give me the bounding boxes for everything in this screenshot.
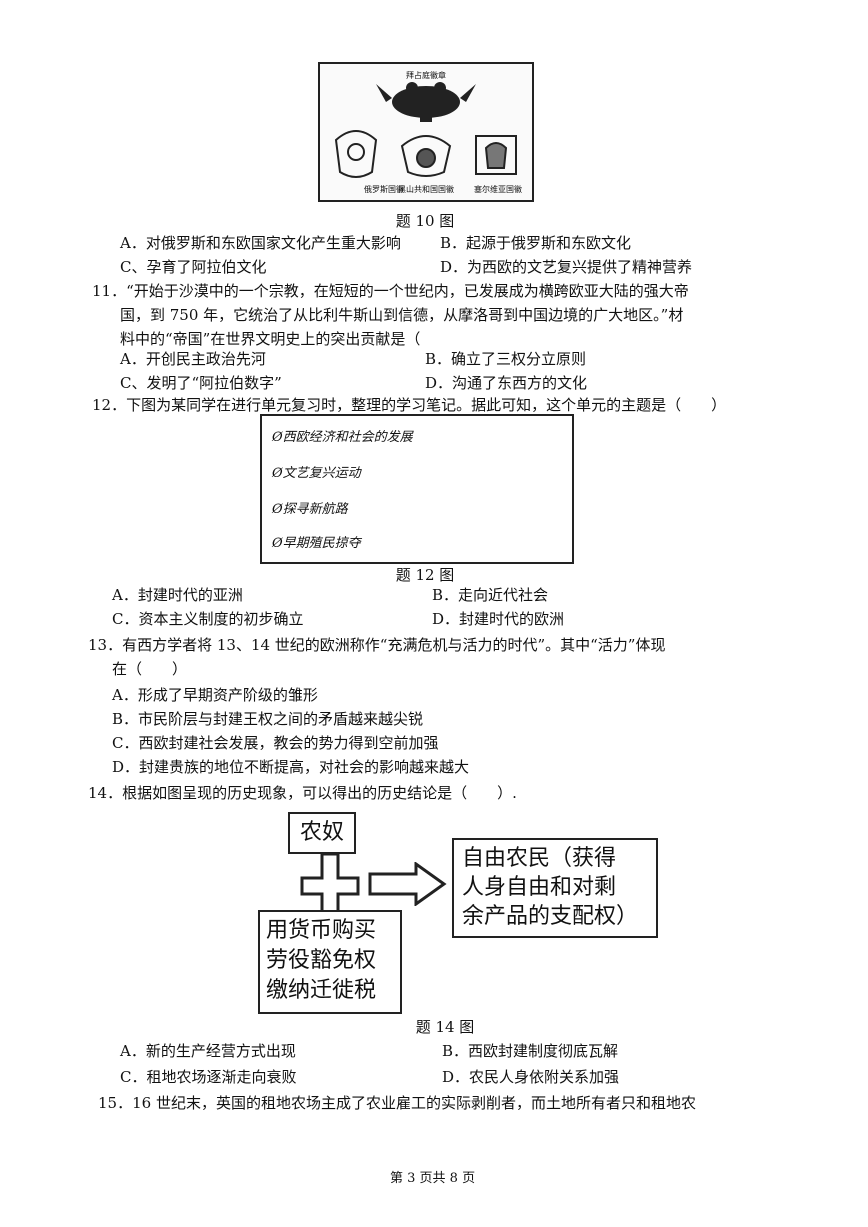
russia-emblem — [334, 130, 378, 178]
q13-line-1: 13．有西方学者将 13、14 世纪的欧洲称作“充满危机与活力的时代”。其中“活… — [88, 636, 666, 654]
payment-line: 劳役豁免权 — [266, 948, 377, 973]
q10-option-c: C、孕育了阿拉伯文化 — [120, 258, 267, 276]
free-peasant-line: 余产品的支配权） — [462, 904, 639, 929]
q12-option-d: D．封建时代的欧洲 — [432, 610, 565, 628]
q13-option-b: B．市民阶层与封建王权之间的矛盾越来越尖锐 — [112, 710, 424, 728]
q12-option-c: C．资本主义制度的初步确立 — [112, 610, 304, 628]
q12-option-b: B．走向近代社会 — [432, 586, 549, 604]
q11-option-d: D．沟通了东西方的文化 — [425, 374, 588, 392]
payment-line: 用货币购买 — [266, 918, 377, 943]
q12-stem: 12．下图为某同学在进行单元复习时，整理的学习笔记。据此可知，这个单元的主题是（… — [92, 396, 727, 414]
serbia-emblem — [475, 135, 517, 175]
emblems-illustration — [334, 82, 517, 178]
q11-line-1: 11．“开始于沙漠中的一个宗教，在短短的一个世纪内，已发展成为横跨欧亚大陆的强大… — [92, 282, 689, 300]
fig10-caption-serbia: 塞尔维亚国徽 — [474, 185, 522, 194]
q10-option-a: A．对俄罗斯和东欧国家文化产生重大影响 — [120, 234, 401, 252]
payment-box: 用货币购买 劳役豁免权 缴纳迁徙税 — [258, 910, 402, 1014]
q11-line-3: 料中的“帝国”在世界文明史上的突出贡献是（ — [120, 330, 421, 348]
q11-option-a: A．开创民主政治先河 — [120, 350, 266, 368]
serf-label: 农奴 — [299, 820, 344, 845]
fig12-caption: 题 12 图 — [395, 566, 455, 584]
arrow-right-icon — [368, 862, 447, 906]
q11-option-b: B．确立了三权分立原则 — [425, 350, 587, 368]
note-item: Ø文艺复兴运动 — [272, 466, 361, 481]
q11-line-2: 国，到 750 年，它统治了从比利牛斯山到信德，从摩洛哥到中国边境的广大地区。”… — [120, 306, 684, 324]
note-item: Ø探寻新航路 — [272, 502, 348, 517]
fig10-caption-montenegro: 黑山共和国国徽 — [398, 185, 454, 194]
q13-option-a: A．形成了早期资产阶级的雏形 — [112, 686, 318, 704]
payment-line: 缴纳迁徙税 — [266, 978, 377, 1003]
free-peasant-box: 自由农民（获得 人身自由和对剩 余产品的支配权） — [452, 838, 658, 938]
fig10-caption-russia: 俄罗斯国徽 — [364, 185, 404, 194]
figure-10: 拜占庭徽章 俄罗斯国徽 黑山共和国国徽 塞尔维亚国徽 — [318, 62, 534, 202]
page-footer: 第 3 页共 8 页 — [390, 1171, 476, 1186]
q14-option-a: A．新的生产经营方式出现 — [120, 1042, 296, 1060]
q11-option-c: C、发明了“阿拉伯数字” — [120, 374, 282, 392]
note-item: Ø早期殖民掠夺 — [272, 536, 361, 551]
q14-option-b: B．西欧封建制度彻底瓦解 — [442, 1042, 619, 1060]
q10-option-d: D．为西欧的文艺复兴提供了精神营养 — [440, 258, 693, 276]
byzantine-eagle — [376, 82, 476, 122]
q14-option-d: D．农民人身依附关系加强 — [442, 1068, 620, 1086]
fig10-top-caption: 拜占庭徽章 — [406, 71, 446, 80]
q14-option-c: C．租地农场逐渐走向衰败 — [120, 1068, 297, 1086]
fig10-caption: 题 10 图 — [395, 212, 455, 230]
q13-option-d: D．封建贵族的地位不断提高，对社会的影响越来越大 — [112, 758, 470, 776]
q14-stem: 14．根据如图呈现的历史现象，可以得出的历史结论是（ ）. — [88, 784, 517, 802]
montenegro-emblem — [400, 135, 452, 177]
q13-line-2: 在（ ） — [112, 660, 188, 678]
note-item: Ø西欧经济和社会的发展 — [272, 430, 413, 445]
fig14-caption: 题 14 图 — [415, 1018, 475, 1036]
serf-box: 农奴 — [288, 812, 356, 854]
free-peasant-line: 人身自由和对剩 — [462, 875, 617, 900]
q12-option-a: A．封建时代的亚洲 — [112, 586, 243, 604]
figure-12-notes: Ø西欧经济和社会的发展 Ø文艺复兴运动 Ø探寻新航路 Ø早期殖民掠夺 — [260, 414, 574, 564]
q15-line-1: 15．16 世纪末，英国的租地农场主成了农业雇工的实际剥削者，而土地所有者只和租… — [98, 1094, 696, 1112]
q13-option-c: C．西欧封建社会发展，教会的势力得到空前加强 — [112, 734, 439, 752]
free-peasant-line: 自由农民（获得 — [462, 846, 617, 871]
q10-option-b: B．起源于俄罗斯和东欧文化 — [440, 234, 632, 252]
